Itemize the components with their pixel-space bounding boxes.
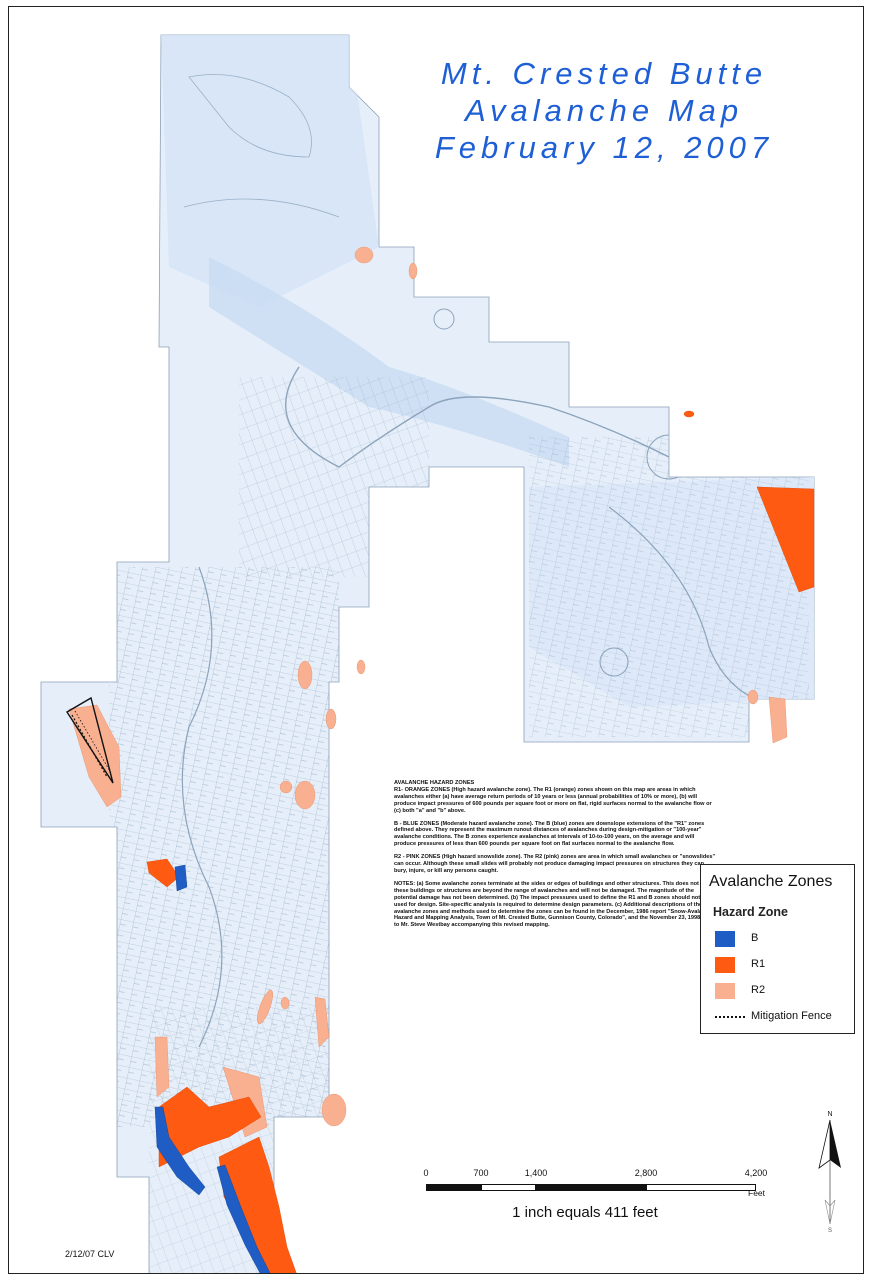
- north-arrow-dark: [830, 1120, 841, 1168]
- map-title: Mt. Crested Butte Avalanche Map February…: [369, 55, 839, 166]
- scale-segment-4: [646, 1184, 756, 1191]
- scale-tick-0: 0: [423, 1168, 429, 1178]
- title-line-1: Mt. Crested Butte: [440, 56, 768, 91]
- scale-tick-1: 700: [473, 1168, 489, 1178]
- legend-swatch-r2: [715, 983, 735, 999]
- map-frame: Mt. Crested Butte Avalanche Map February…: [8, 6, 864, 1274]
- r2-zones: [68, 246, 788, 1138]
- scale-tick-4: 4,200: [744, 1168, 768, 1178]
- legend-swatch-r1: [715, 957, 735, 973]
- legend-fence-line: [715, 1016, 745, 1018]
- legend-item-fence: Mitigation Fence: [715, 1009, 855, 1029]
- notes-r2: R2 - PINK ZONES (High hazard snowslide z…: [394, 854, 716, 874]
- scale-unit: Feet: [748, 1188, 766, 1198]
- north-label: N: [827, 1111, 832, 1118]
- north-arrow-light: [818, 1119, 831, 1169]
- legend-subtitle: Hazard Zone: [713, 905, 789, 919]
- hazard-zone-notes: AVALANCHE HAZARD ZONES R1- ORANGE ZONES …: [394, 780, 716, 935]
- legend-label-fence: Mitigation Fence: [751, 1010, 832, 1022]
- legend-label-r1: R1: [751, 958, 766, 970]
- b-zones: [154, 864, 271, 1273]
- date-stamp: 2/12/07 CLV: [65, 1249, 115, 1259]
- notes-heading: AVALANCHE HAZARD ZONES: [394, 780, 475, 786]
- scale-tick-3: 2,800: [634, 1168, 658, 1178]
- notes-footnotes: NOTES: (a) Some avalanche zones terminat…: [394, 880, 716, 929]
- mitigation-fence: [66, 696, 114, 784]
- notes-b: B - BLUE ZONES (Moderate hazard avalanch…: [394, 820, 705, 848]
- scale-segment-2: [481, 1184, 536, 1191]
- legend-label-r2: R2: [751, 984, 766, 996]
- notes-r1: R1- ORANGE ZONES (High hazard avalanche …: [394, 786, 712, 814]
- map-legend: Avalanche Zones Hazard Zone B R1 R2 Miti…: [700, 864, 855, 1034]
- scale-tick-2: 1,400: [524, 1168, 548, 1178]
- avalanche-map: [40, 34, 815, 1273]
- legend-label-b: B: [751, 932, 759, 944]
- south-label: S: [828, 1228, 832, 1233]
- legend-title: Avalanche Zones: [709, 873, 833, 890]
- scale-segment-3: [536, 1184, 646, 1191]
- scale-segment-1: [426, 1184, 481, 1191]
- legend-swatch-b: [715, 931, 735, 947]
- scale-bar: 0 700 1,400 2,800 4,200 Feet 1 inch equa…: [414, 1168, 774, 1248]
- title-line-3: February 12, 2007: [434, 130, 774, 165]
- south-arrow: [824, 1199, 836, 1225]
- title-line-2: Avalanche Map: [464, 93, 744, 128]
- north-arrow-icon: N S: [818, 1111, 841, 1233]
- scale-ratio-text: 1 inch equals 411 feet: [512, 1204, 658, 1221]
